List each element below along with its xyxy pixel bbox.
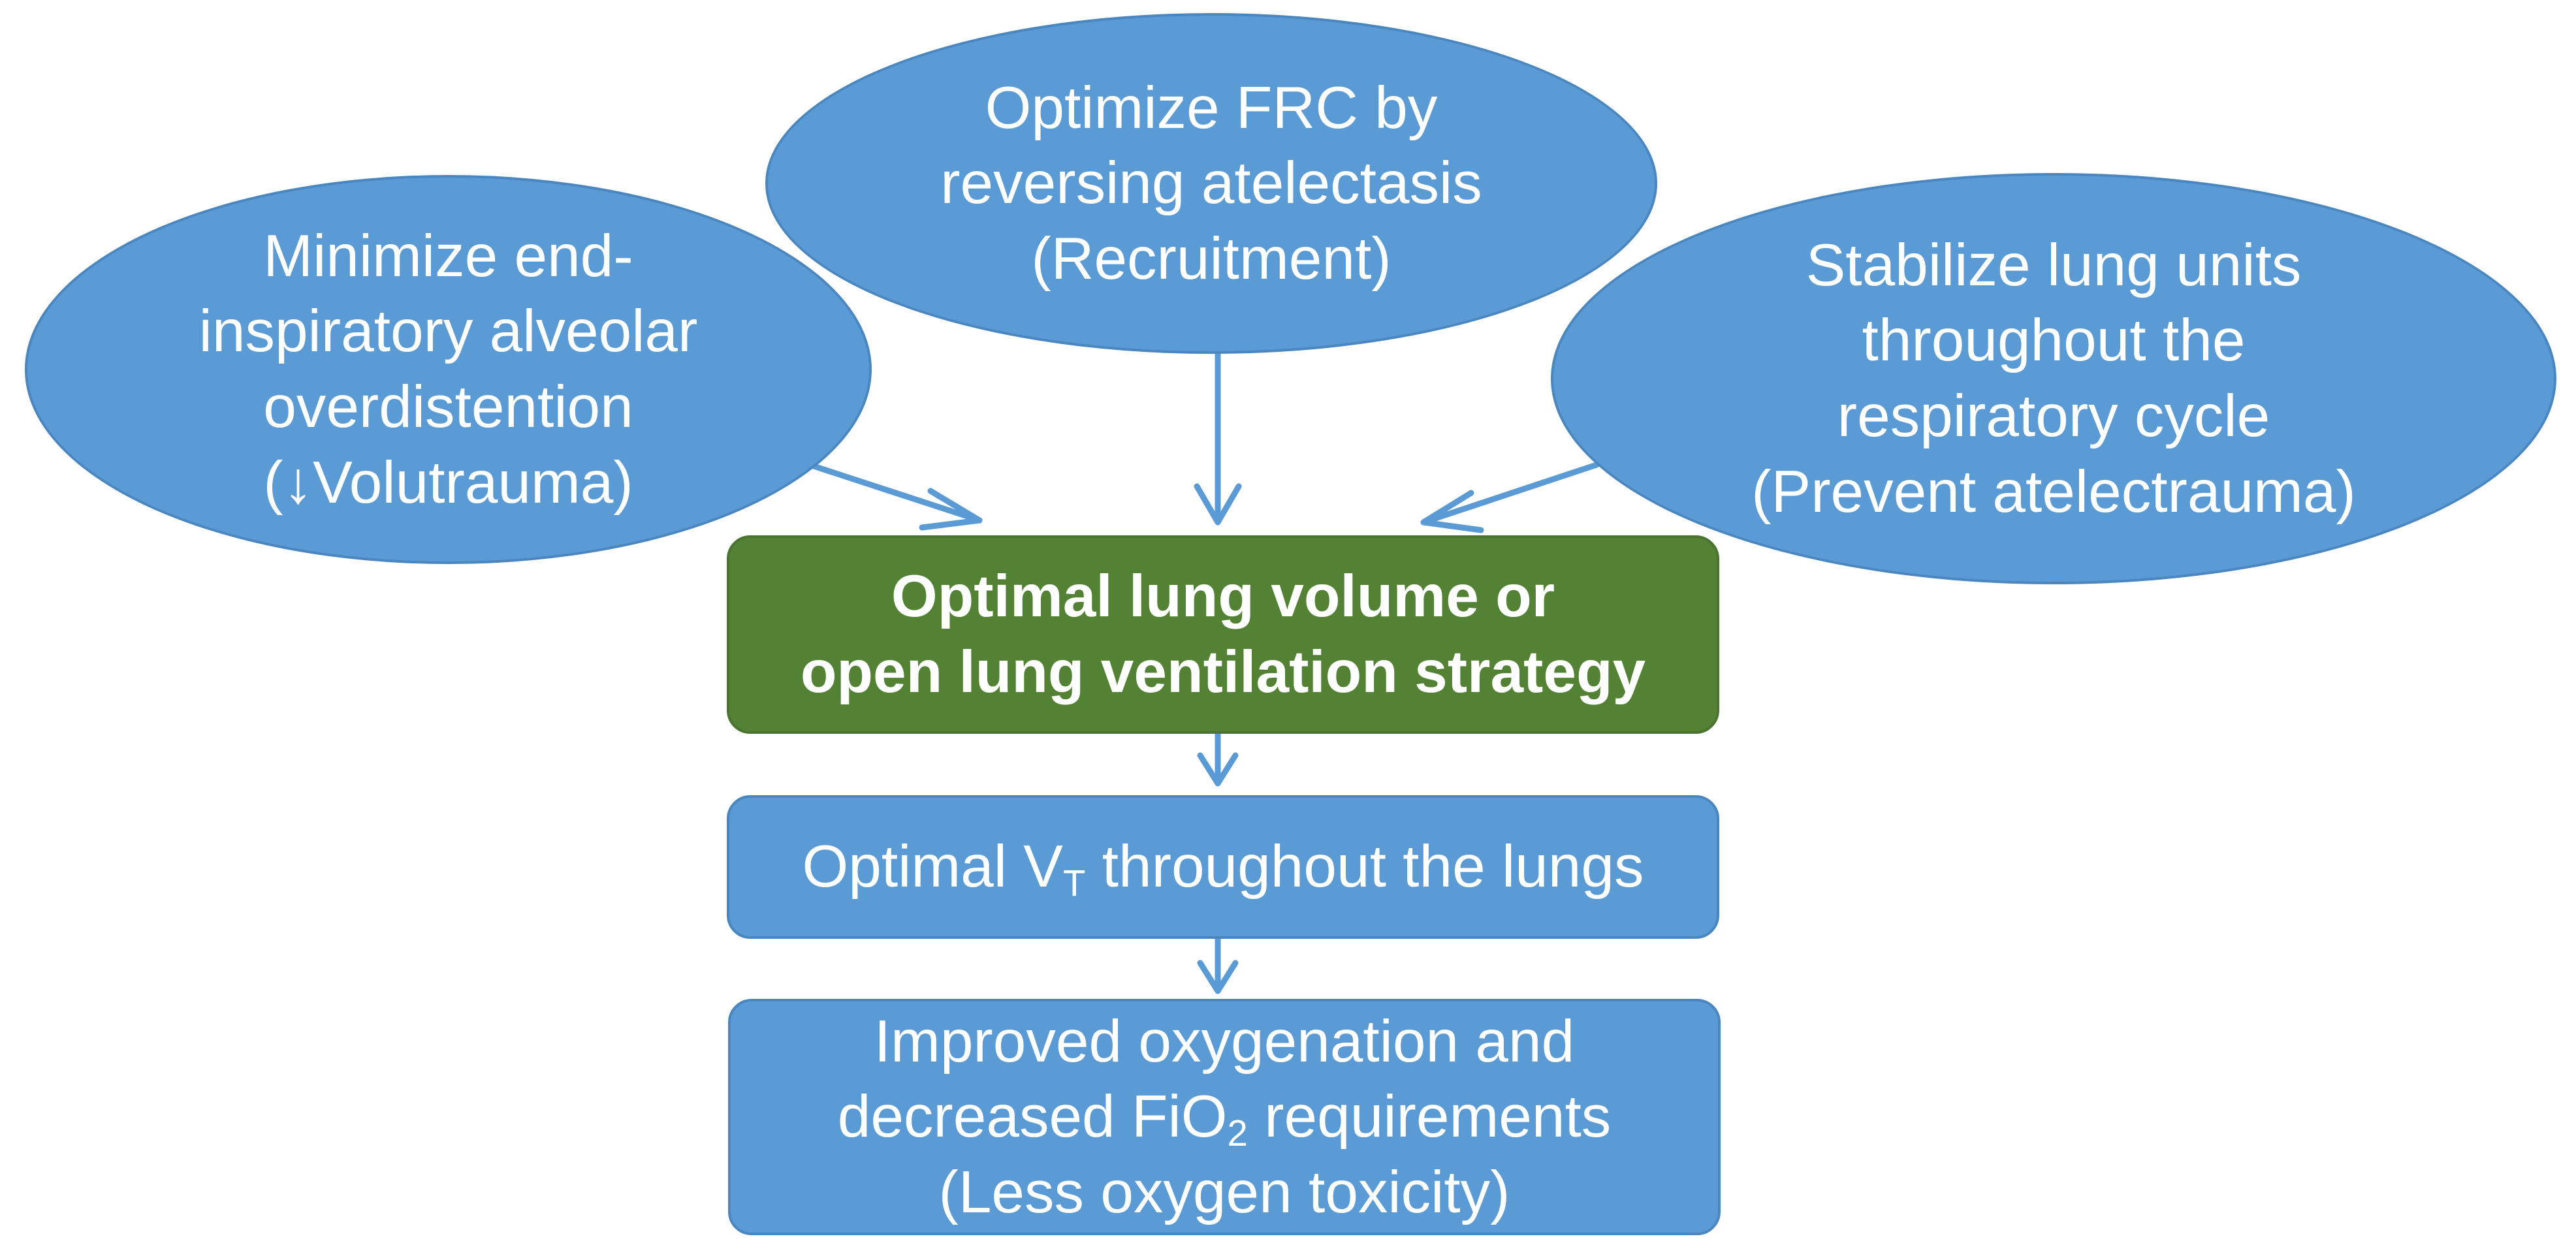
node-improved-oxygenation-text: Improved oxygenation and decreased FiO2 … — [838, 1004, 1612, 1231]
node-optimize-frc: Optimize FRC by reversing atelectasis (R… — [765, 13, 1657, 354]
text-line: Optimal lung volume or — [891, 563, 1555, 630]
down-arrow-icon: ↓ — [283, 449, 313, 516]
text-line: Optimal VT throughout the lungs — [802, 829, 1644, 905]
node-minimize-overdistention: Minimize end- inspiratory alveolar overd… — [25, 175, 872, 564]
volutrauma-label: Volutrauma) — [313, 449, 633, 516]
arrow-left-to-center — [806, 462, 983, 524]
text-line: overdistention — [263, 374, 633, 440]
text-line: respiratory cycle — [1837, 383, 2270, 449]
vt-subscript: T — [1063, 862, 1086, 904]
paren-open: ( — [263, 449, 283, 516]
text-line: Optimize FRC by — [985, 74, 1438, 141]
node-improved-oxygenation: Improved oxygenation and decreased FiO2 … — [728, 999, 1721, 1235]
text-line-volutrauma: (↓Volutrauma) — [199, 445, 698, 521]
arrowhead-vt-to-outcome — [1197, 960, 1239, 994]
node-optimal-vt-text: Optimal VT throughout the lungs — [802, 829, 1644, 905]
fio2-prefix: decreased FiO — [837, 1084, 1228, 1150]
text-line: Improved oxygenation and — [874, 1008, 1575, 1075]
node-stabilize-lung-units-text: Stabilize lung units throughout the resp… — [1751, 228, 2356, 529]
node-optimize-frc-text: Optimize FRC by reversing atelectasis (R… — [940, 71, 1482, 297]
node-minimize-overdistention-text: Minimize end- inspiratory alveolar overd… — [199, 219, 698, 520]
text-line: Minimize end- — [263, 223, 633, 289]
node-optimal-lung-volume: Optimal lung volume or open lung ventila… — [727, 535, 1719, 734]
node-stabilize-lung-units: Stabilize lung units throughout the resp… — [1551, 173, 2556, 584]
fio2-suffix: requirements — [1247, 1084, 1612, 1150]
arrow-right-to-center — [1420, 462, 1600, 526]
text-line: inspiratory alveolar — [199, 298, 698, 365]
text-line: (Less oxygen toxicity) — [938, 1159, 1510, 1225]
text-line: Stabilize lung units — [1805, 232, 2302, 298]
text-line: reversing atelectasis — [940, 150, 1482, 217]
text-line: open lung ventilation strategy — [800, 639, 1646, 705]
arrowhead-center-to-vt — [1197, 752, 1239, 787]
fio2-subscript: 2 — [1227, 1112, 1248, 1154]
arrowhead-left-to-center — [919, 488, 983, 531]
text-line: (Prevent atelectrauma) — [1751, 458, 2356, 525]
node-optimal-vt: Optimal VT throughout the lungs — [727, 795, 1719, 939]
text-line: throughout the — [1862, 307, 2246, 374]
vt-prefix: Optimal V — [802, 834, 1063, 900]
arrowhead-top-to-center — [1194, 483, 1242, 526]
node-optimal-lung-volume-text: Optimal lung volume or open lung ventila… — [801, 559, 1646, 710]
vt-suffix: throughout the lungs — [1085, 834, 1644, 900]
text-line: (Recruitment) — [1031, 225, 1391, 292]
text-line-fio2: decreased FiO2 requirements — [838, 1079, 1612, 1155]
arrowhead-right-to-center — [1420, 490, 1484, 533]
